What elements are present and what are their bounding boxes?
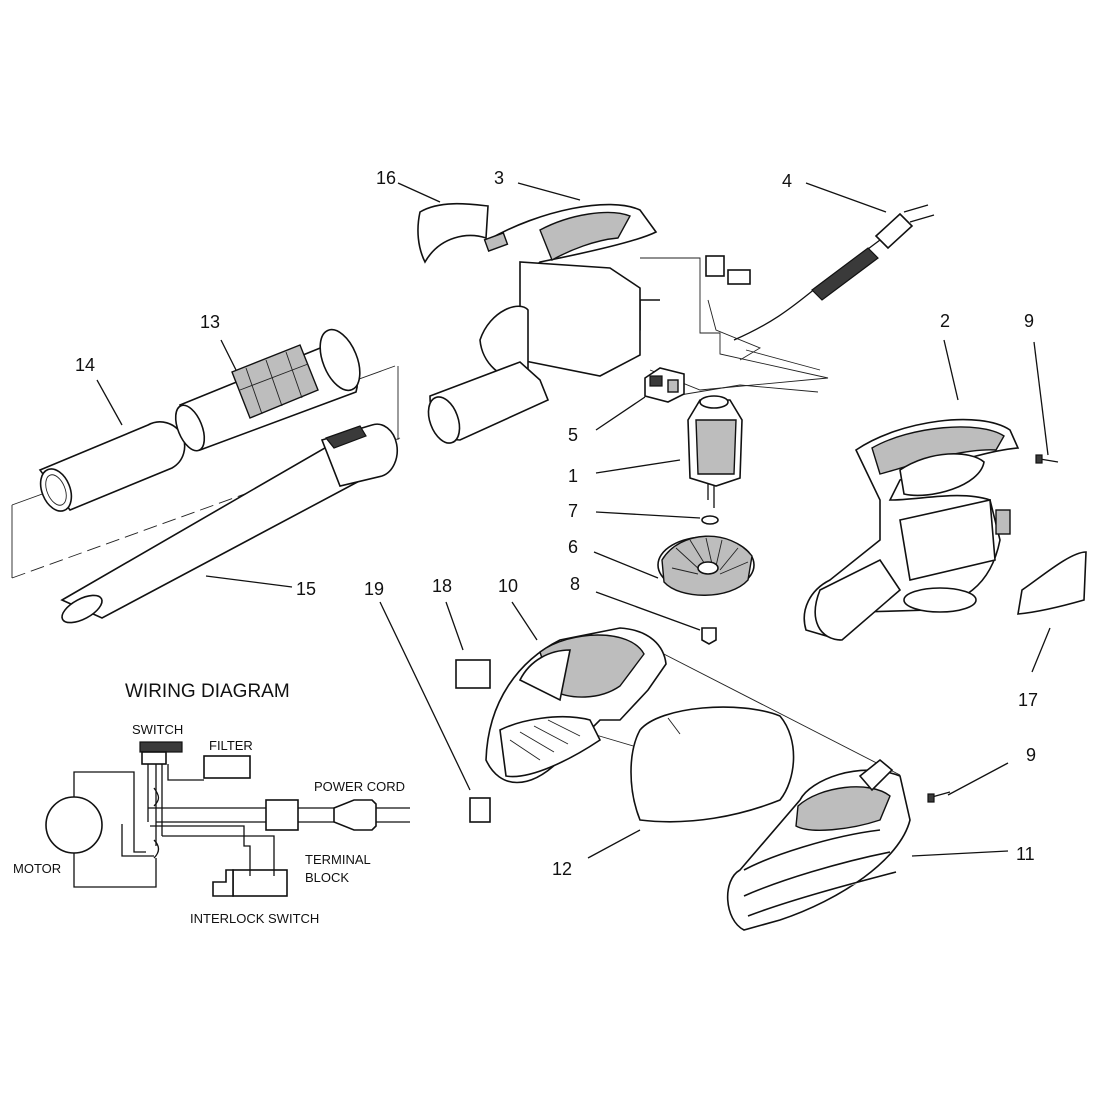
screw-9-top [1035,454,1059,464]
switch-5 [644,367,685,403]
callout-9-top: 9 [1024,311,1034,331]
nut-8 [701,627,717,645]
blower-assembled-2 [803,418,1020,641]
filter-label: FILTER [209,738,253,753]
switch-label: SWITCH [132,722,183,737]
terminal-label-2: BLOCK [305,870,349,885]
callout-8: 8 [570,574,580,594]
housing-3 [427,203,660,444]
interlock-switch-label: INTERLOCK SWITCH [190,911,319,926]
wiring-diagram: WIRING DIAGRAM MOTOR SWITCH FILTER POWER… [13,681,410,926]
motor-symbol [45,796,103,854]
callout-5: 5 [568,425,578,445]
power-cord-label: POWER CORD [314,779,405,794]
label-17 [1017,551,1087,615]
callout-10: 10 [498,576,518,596]
vac-tube-11 [726,758,911,931]
power-cord-plug [333,799,377,831]
nozzle-13 [174,328,361,452]
callout-3: 3 [494,168,504,188]
wiring-diagram-title: WIRING DIAGRAM [125,681,290,702]
tube-14 [38,421,186,512]
washer-7 [701,515,719,525]
housing-10 [485,627,667,784]
callout-17: 17 [1018,690,1038,710]
callout-16: 16 [376,168,396,188]
label-19 [469,797,491,823]
filter-symbol [203,755,251,779]
callout-2: 2 [940,311,950,331]
leader-lines [96,182,1051,859]
interlock-switch-symbol [212,869,234,897]
motor-1 [687,395,743,508]
label-18 [455,659,491,689]
callout-4: 4 [782,171,792,191]
callout-1: 1 [568,466,578,486]
filter-12 [630,706,795,823]
callout-6: 6 [568,537,578,557]
fan-6 [657,535,755,596]
tube-15 [60,423,399,624]
terminal-label-1: TERMINAL [305,852,371,867]
screw-9-bottom [927,791,951,803]
power-cord-block [265,799,299,831]
label-16 [417,202,489,264]
wiring-lines [73,764,410,888]
callout-13: 13 [200,312,220,332]
terminal-block-symbol [232,869,288,897]
callout-12: 12 [552,859,572,879]
callout-9-bottom: 9 [1026,745,1036,765]
callout-19: 19 [364,579,384,599]
callout-numbers: 16 3 4 2 9 13 14 5 1 7 6 8 15 19 18 10 1… [75,168,1038,879]
callout-7: 7 [568,501,578,521]
switch-symbol [139,741,183,753]
callout-15: 15 [296,579,316,599]
callout-11: 11 [1016,844,1035,864]
motor-label: MOTOR [13,861,61,876]
callout-14: 14 [75,355,95,375]
callout-18: 18 [432,576,452,596]
power-cord-4 [705,204,935,341]
